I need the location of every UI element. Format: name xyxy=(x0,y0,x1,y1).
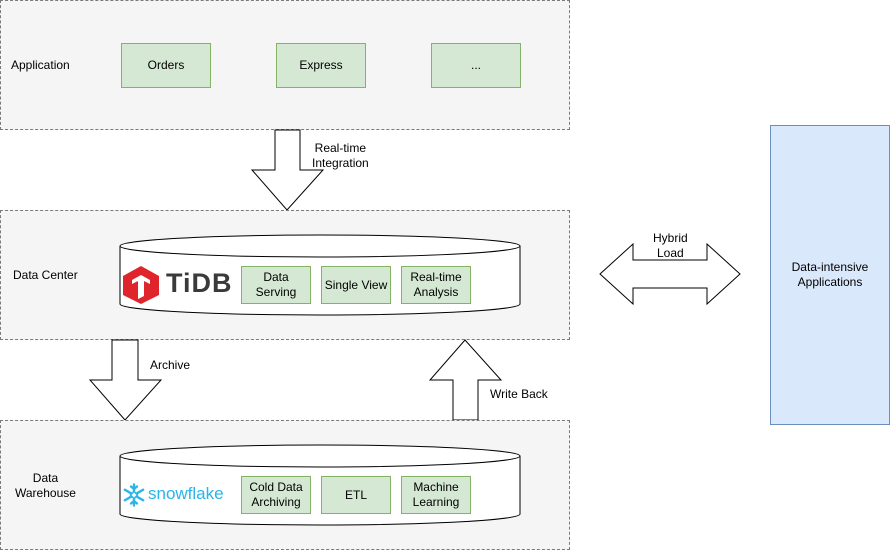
etl-box: ETL xyxy=(321,476,391,514)
express-box: Express xyxy=(276,43,366,88)
cold-data-archiving-box: Cold Data Archiving xyxy=(241,476,311,514)
hybrid-load-label: Hybrid Load xyxy=(653,231,688,260)
realtime-integration-label: Real-time Integration xyxy=(312,141,369,170)
data-warehouse-layer-label: Data Warehouse xyxy=(15,471,76,500)
machine-learning-box: Machine Learning xyxy=(401,476,471,514)
tidb-logo-icon xyxy=(123,266,159,304)
single-view-box: Single View xyxy=(321,266,391,304)
snowflake-logo-text: snowflake xyxy=(148,484,224,503)
more-box: ... xyxy=(431,43,521,88)
archive-label: Archive xyxy=(150,358,191,372)
data-center-layer-label: Data Center xyxy=(13,268,78,282)
application-layer: Application Orders Express ... xyxy=(0,0,570,130)
snowflake-logo-icon xyxy=(123,483,145,507)
data-serving-box: Data Serving xyxy=(241,266,311,304)
write-back-label: Write Back xyxy=(490,387,548,401)
data-intensive-applications-box: Data-intensive Applications xyxy=(770,125,890,425)
tidb-logo-text: TiDB xyxy=(166,268,233,298)
application-layer-label: Application xyxy=(11,58,70,72)
orders-box: Orders xyxy=(121,43,211,88)
realtime-analysis-box: Real-time Analysis xyxy=(401,266,471,304)
